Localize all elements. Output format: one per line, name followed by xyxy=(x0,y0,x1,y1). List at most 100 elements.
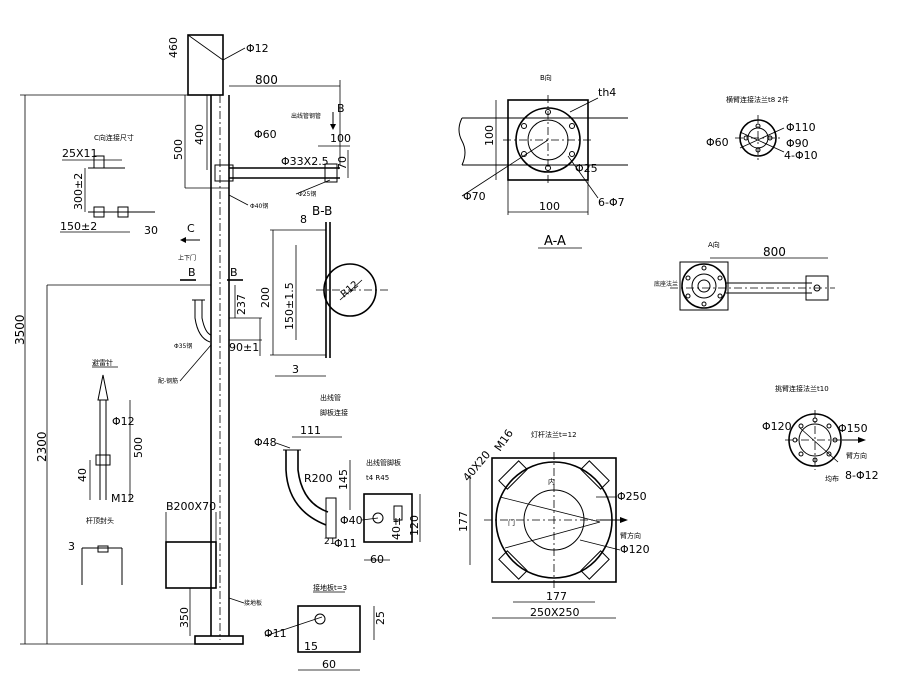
note-40: Φ40钢 xyxy=(250,202,268,210)
base-diag-2 xyxy=(504,521,601,549)
base-40x20: 40X20 xyxy=(460,448,493,484)
aview-hole-3 xyxy=(717,293,723,299)
base-phi250: Φ250 xyxy=(617,490,647,503)
cview-30: 30 xyxy=(144,224,158,237)
aa-phi25: Φ25 xyxy=(575,162,598,175)
ground-leader xyxy=(264,616,323,637)
rod-phi12: Φ12 xyxy=(112,415,135,428)
ground-title: 接地板t=3 xyxy=(313,583,347,592)
aa-hole-2 xyxy=(569,123,575,129)
bb-title: B-B xyxy=(312,204,332,218)
armflange-4phi10: 4-Φ10 xyxy=(784,149,818,162)
cable-tube-outer xyxy=(194,300,211,343)
plate-title1: 出线管脚板 xyxy=(366,458,401,467)
note-25: Φ25钢 xyxy=(298,190,316,198)
dim-400: 400 xyxy=(193,124,206,145)
arrow-C-head xyxy=(180,237,186,243)
base-slot-1 xyxy=(498,460,528,490)
aa-section: B向 th4 100 Φ25 Φ70 100 6-Φ7 A-A xyxy=(458,73,628,249)
label-B-arrow: B xyxy=(337,102,345,115)
armbase-phi120: Φ120 xyxy=(762,420,792,433)
note-wire: 配-钢筋 xyxy=(158,377,178,385)
armflange-phi60: Φ60 xyxy=(706,136,729,149)
dim-500: 500 xyxy=(172,139,185,160)
leader-40 xyxy=(228,194,249,206)
lightning-rod: 避雷针 Φ12 500 40 M12 xyxy=(76,358,145,505)
plate-title2: t4 R45 xyxy=(366,474,389,482)
base-177v: 177 xyxy=(457,511,470,532)
aa-break xyxy=(458,117,466,166)
aview-hole-1 xyxy=(701,265,707,271)
plate-phi11: Φ11 xyxy=(334,537,357,550)
aa-phi70-leader xyxy=(461,139,549,197)
tube-145: 145 xyxy=(337,469,350,490)
rod-title: 避雷针 xyxy=(92,358,113,367)
armbase-inner xyxy=(798,423,832,457)
armflange-phi90: Φ90 xyxy=(786,137,809,150)
door-box xyxy=(165,541,217,589)
ground-60: 60 xyxy=(322,658,336,671)
base-250x250: 250X250 xyxy=(530,606,580,619)
bb-8: 8 xyxy=(300,213,307,226)
cview-bot-tab2 xyxy=(117,206,129,218)
plate-60: 60 xyxy=(370,553,384,566)
plate-body xyxy=(363,493,413,543)
arm-end xyxy=(324,163,338,183)
base-slot-4 xyxy=(580,550,610,580)
armbase-hole-4 xyxy=(826,451,832,457)
aview-800: 800 xyxy=(763,245,786,259)
cable-tube-inner xyxy=(201,300,212,336)
dim-3500: 3500 xyxy=(13,314,27,345)
dim-2300: 2300 xyxy=(35,431,49,462)
ground-plate: 接地板t=3 Φ11 15 60 25 xyxy=(264,583,387,671)
a-view: A向 800 底座法兰 xyxy=(654,240,835,311)
aa-th4: th4 xyxy=(598,86,616,99)
note-35: Φ35钢 xyxy=(174,342,192,350)
aview-mid xyxy=(691,273,717,299)
aa-100v: 100 xyxy=(483,125,496,146)
plate-40b: 40± xyxy=(390,517,403,540)
aa-phi7-leader xyxy=(567,155,599,199)
base-phi120-leader xyxy=(579,539,621,551)
plate-120: 120 xyxy=(408,515,421,536)
leader-ground xyxy=(228,597,245,604)
aview-plate xyxy=(679,261,729,311)
bb-r-line xyxy=(339,279,363,301)
armbase-even: 均布 xyxy=(825,474,839,483)
foot-plate: 出线管脚板 t4 R45 Φ40 Φ11 40± 120 60 21 xyxy=(324,458,421,566)
leader-12b xyxy=(222,47,246,61)
cview-title: C向连接尺寸 xyxy=(94,133,134,142)
aa-hole-3 xyxy=(569,151,575,157)
ground-body xyxy=(297,605,361,653)
leader-wire xyxy=(179,344,212,382)
arrow-B-head xyxy=(330,124,336,130)
arm-base-flange: 挑臂连接法兰t10 Φ120 Φ150 臂方向 8-Φ12 均布 xyxy=(762,384,879,483)
aview-outer xyxy=(681,263,727,309)
armbase-hole-8 xyxy=(798,423,804,429)
tube-phi48: Φ48 xyxy=(254,436,277,449)
dim-phi12: Φ12 xyxy=(246,42,269,55)
dim-90: 90±1 xyxy=(229,341,259,354)
cview-300: 300±2 xyxy=(72,173,85,210)
armbase-dir: 臂方向 xyxy=(846,451,867,460)
rod-40: 40 xyxy=(76,468,89,482)
armbase-phi150: Φ150 xyxy=(838,422,868,435)
cable-tube-detail: 出线管 脚板连接 111 Φ48 R200 145 xyxy=(254,393,351,539)
aa-hole-6 xyxy=(521,123,527,129)
dim-phi60: Φ60 xyxy=(254,128,277,141)
base-phi120: Φ120 xyxy=(620,543,650,556)
cview-150: 150±2 xyxy=(60,220,97,233)
c-view: C向连接尺寸 25X11 300±2 150±2 30 xyxy=(60,133,158,237)
armflange-leader-1 xyxy=(739,127,785,149)
cap-3: 3 xyxy=(68,540,75,553)
label-B-right: B xyxy=(230,266,238,279)
leader-25 xyxy=(295,179,331,195)
tube-title1: 出线管 xyxy=(320,393,341,402)
rod-nut xyxy=(95,454,111,466)
armbase-leader xyxy=(799,427,839,463)
ground-phi11: Φ11 xyxy=(264,627,287,640)
plate-21: 21 xyxy=(324,537,335,547)
tube-title2: 脚板连接 xyxy=(320,408,348,417)
armflange-phi110: Φ110 xyxy=(786,121,816,134)
